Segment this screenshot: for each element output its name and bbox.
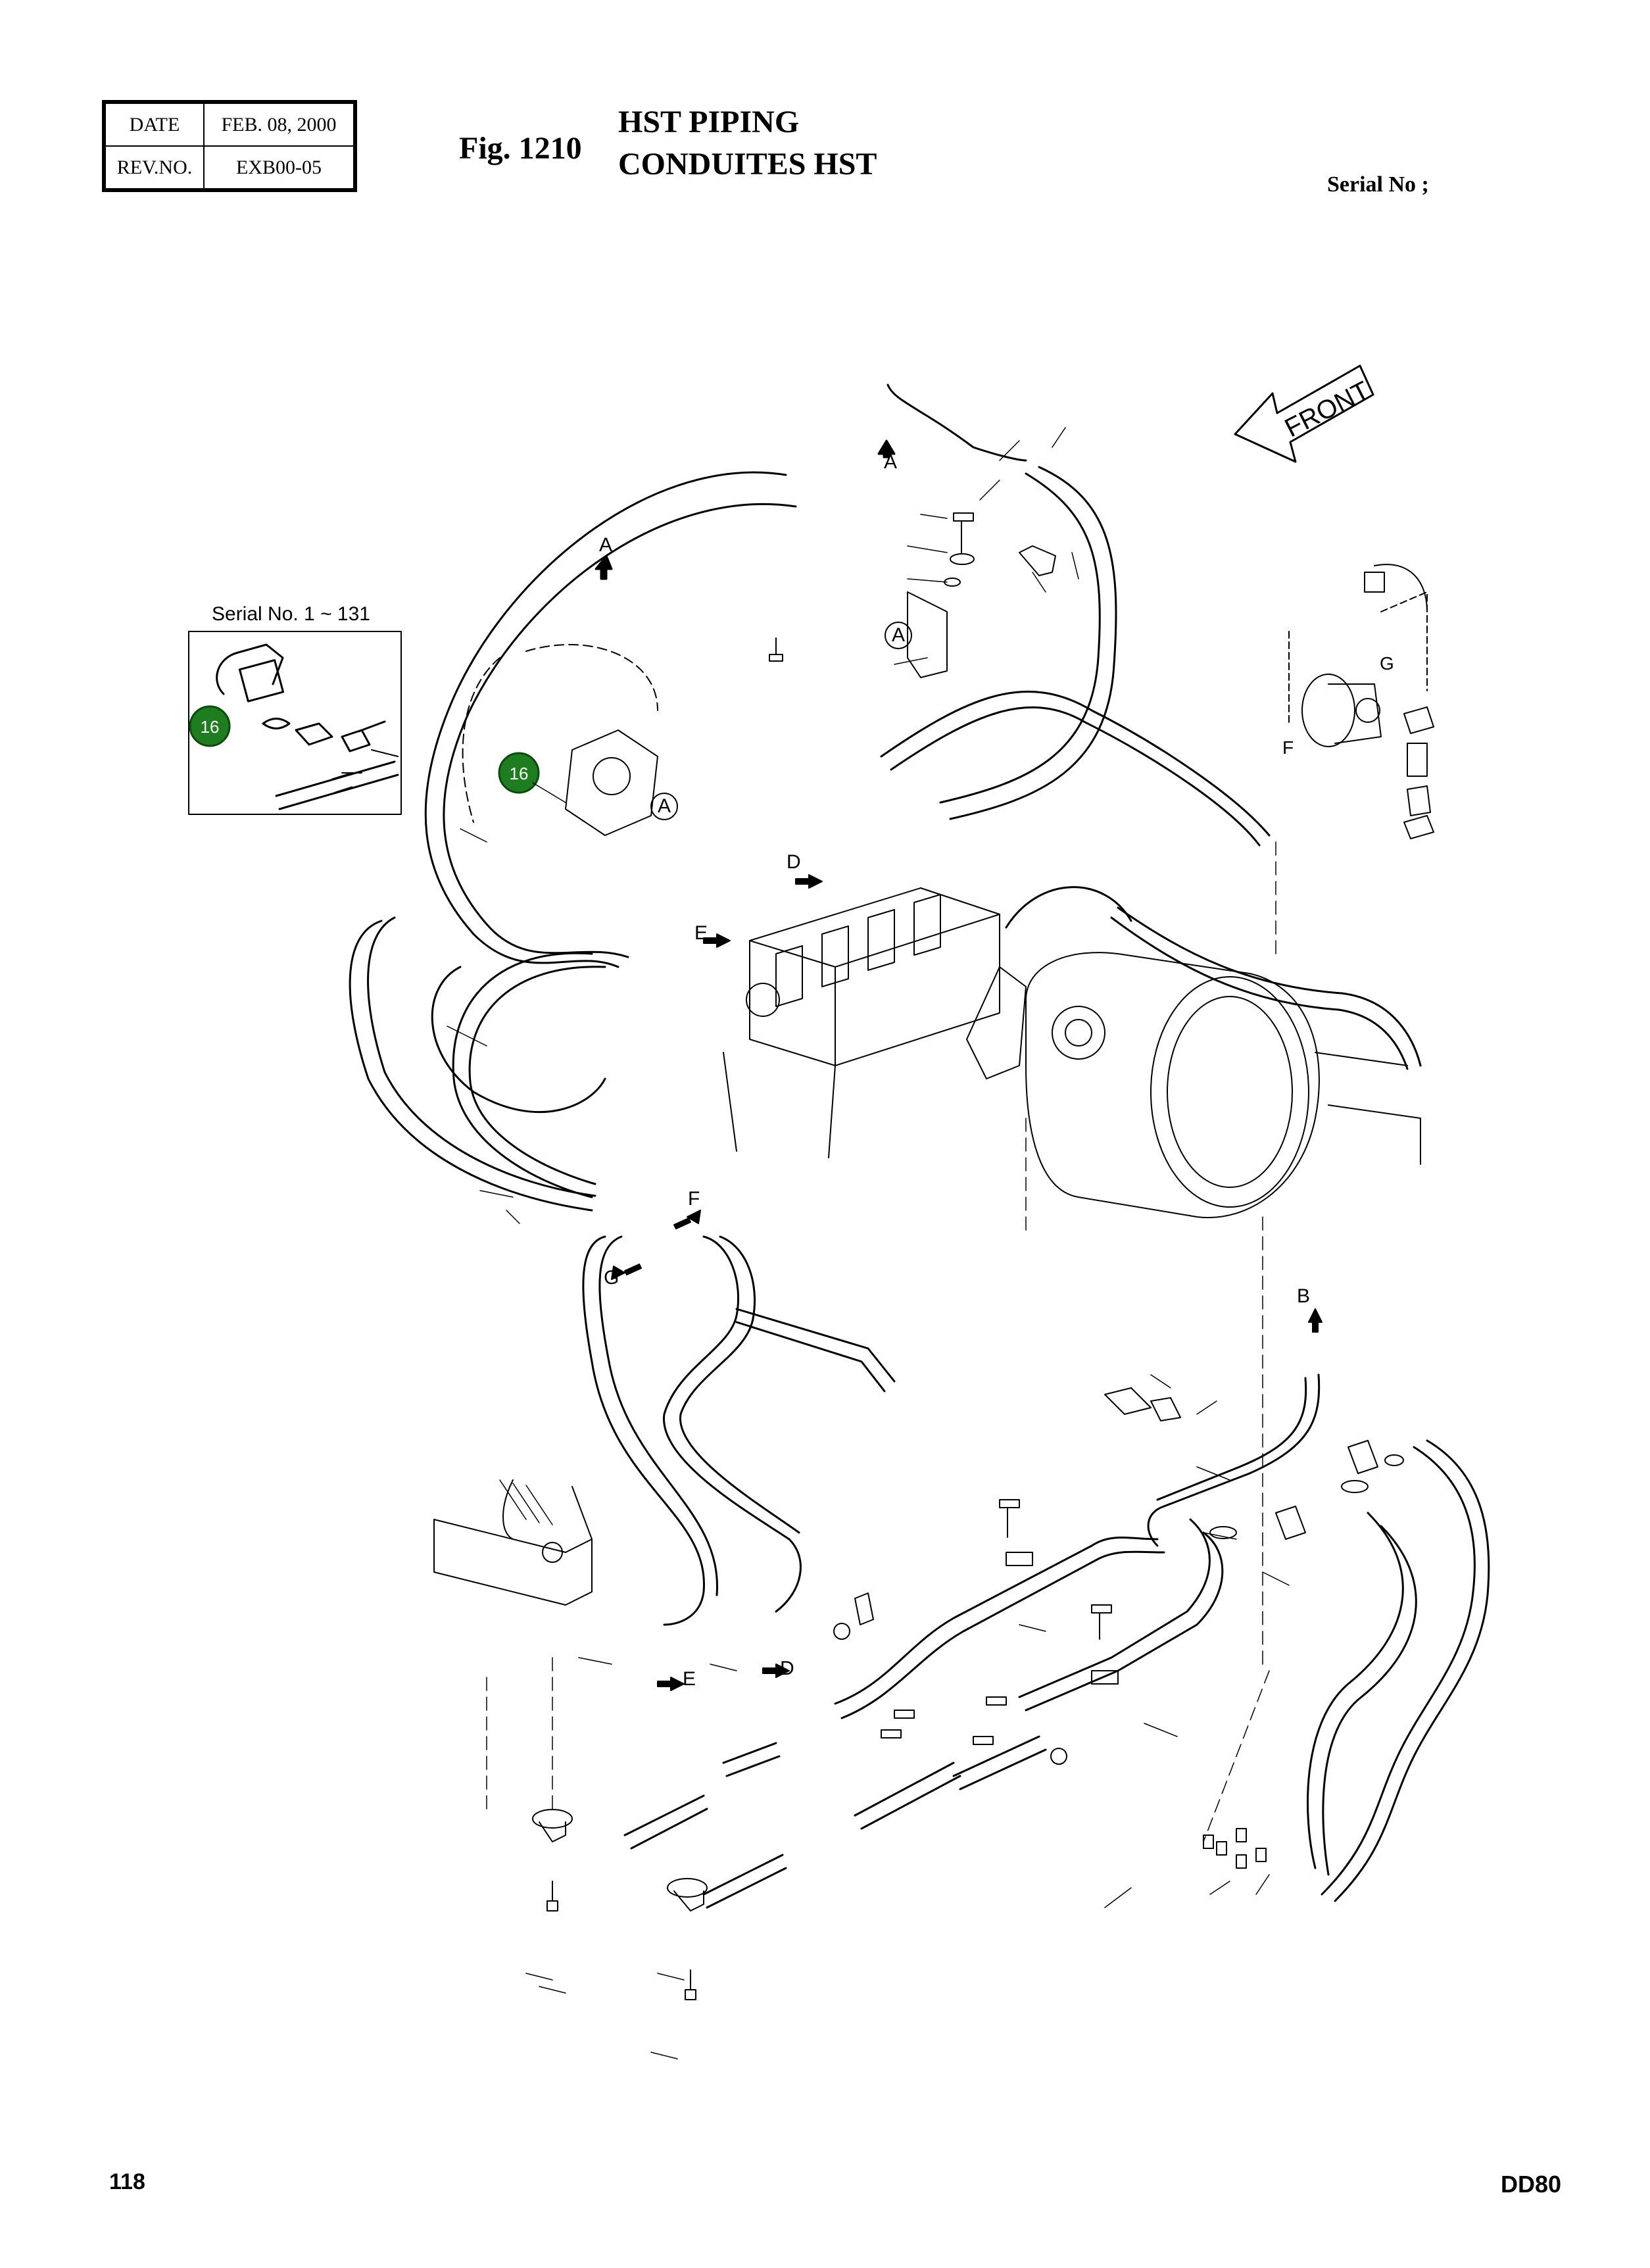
svg-text:F: F — [1282, 737, 1294, 758]
front-arrow: FRONT — [1234, 364, 1374, 463]
inset-detail: Serial No. 1 ~ 131 — [188, 603, 402, 815]
figure-title-en: HST PIPING — [618, 105, 800, 139]
right-hose — [880, 691, 1422, 1070]
fitting-detail-right: G F — [1282, 564, 1434, 839]
figure-title-fr: CONDUITES HST — [618, 147, 877, 182]
label-b-right: B — [1297, 1285, 1310, 1307]
pump-assembly — [723, 887, 1000, 1158]
top-right-hose — [886, 383, 1117, 820]
connection-labels: A A A A D E F G B E D — [594, 439, 1310, 1690]
lower-pipe-assembly — [623, 1518, 1224, 1909]
middle-hoses — [582, 1235, 896, 1626]
label-d-mid: D — [787, 851, 801, 873]
page-number: 118 — [109, 2169, 145, 2194]
figure-number: Fig. 1210 — [459, 131, 582, 166]
date-value: FEB. 08, 2000 — [203, 103, 354, 147]
leader-lines — [447, 427, 1290, 2059]
rev-value: EXB00-05 — [203, 145, 354, 189]
upper-hose-bundle — [424, 471, 797, 1198]
hydraulic-pump — [462, 644, 658, 836]
label-e-bottom: E — [683, 1668, 696, 1690]
serial-number-label: Serial No ; — [1327, 172, 1429, 197]
label-a-left: A — [599, 534, 612, 556]
lower-flanges — [532, 1809, 708, 2000]
model-label: DD80 — [1501, 2171, 1562, 2198]
callout-badge-main-label: 16 — [510, 764, 529, 783]
front-label: FRONT — [1280, 376, 1374, 443]
left-hose-loop — [349, 916, 606, 1212]
rev-label: REV.NO. — [105, 145, 205, 189]
revision-table: DATE FEB. 08, 2000 REV.NO. EXB00-05 — [102, 100, 357, 192]
callout-badge-inset: 16 — [189, 705, 231, 747]
hardware-items — [769, 512, 1404, 1869]
date-label: DATE — [105, 103, 205, 147]
connection-arrows — [611, 874, 1322, 1691]
label-a-circle: A — [892, 624, 905, 646]
travel-motor — [966, 952, 1421, 1219]
label-f-mid: F — [688, 1188, 700, 1210]
callout-badge-main: 16 — [498, 752, 540, 794]
connection-lines — [486, 841, 1276, 1842]
radiator-frame — [433, 1479, 593, 1606]
label-a-circle-2: A — [658, 795, 671, 817]
inset-caption: Serial No. 1 ~ 131 — [212, 603, 370, 625]
svg-text:G: G — [1380, 653, 1394, 674]
callout-badge-inset-label: 16 — [201, 717, 220, 737]
b-hose — [1147, 1373, 1490, 1902]
